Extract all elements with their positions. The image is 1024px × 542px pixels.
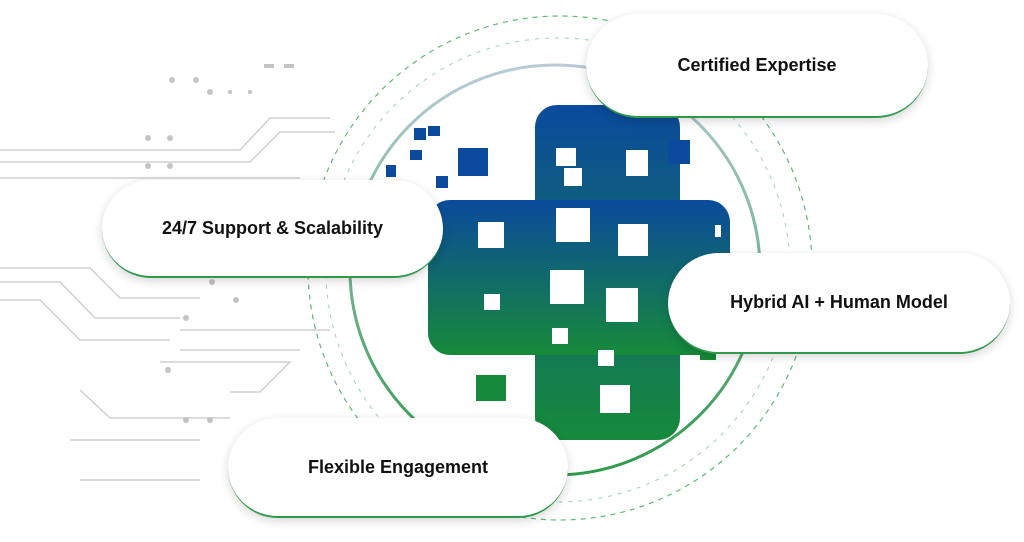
circuit-dots (145, 64, 294, 423)
feature-label: Hybrid AI + Human Model (730, 292, 948, 312)
feature-label: 24/7 Support & Scalability (161, 217, 384, 238)
feature-hybrid-model: Hybrid AI + Human Model (668, 253, 1010, 354)
feature-flexible-engagement: Flexible Engagement (228, 418, 568, 518)
medical-cross-logo (386, 105, 730, 440)
circuit-lines (0, 117, 335, 481)
pixel-squares (478, 148, 721, 413)
feature-label: Flexible Engagement (307, 456, 489, 477)
feature-label: Certified Expertise (677, 54, 837, 75)
feature-support-scalability: 24/7 Support & Scalability (102, 180, 443, 278)
feature-certified-expertise: Certified Expertise (586, 14, 928, 118)
